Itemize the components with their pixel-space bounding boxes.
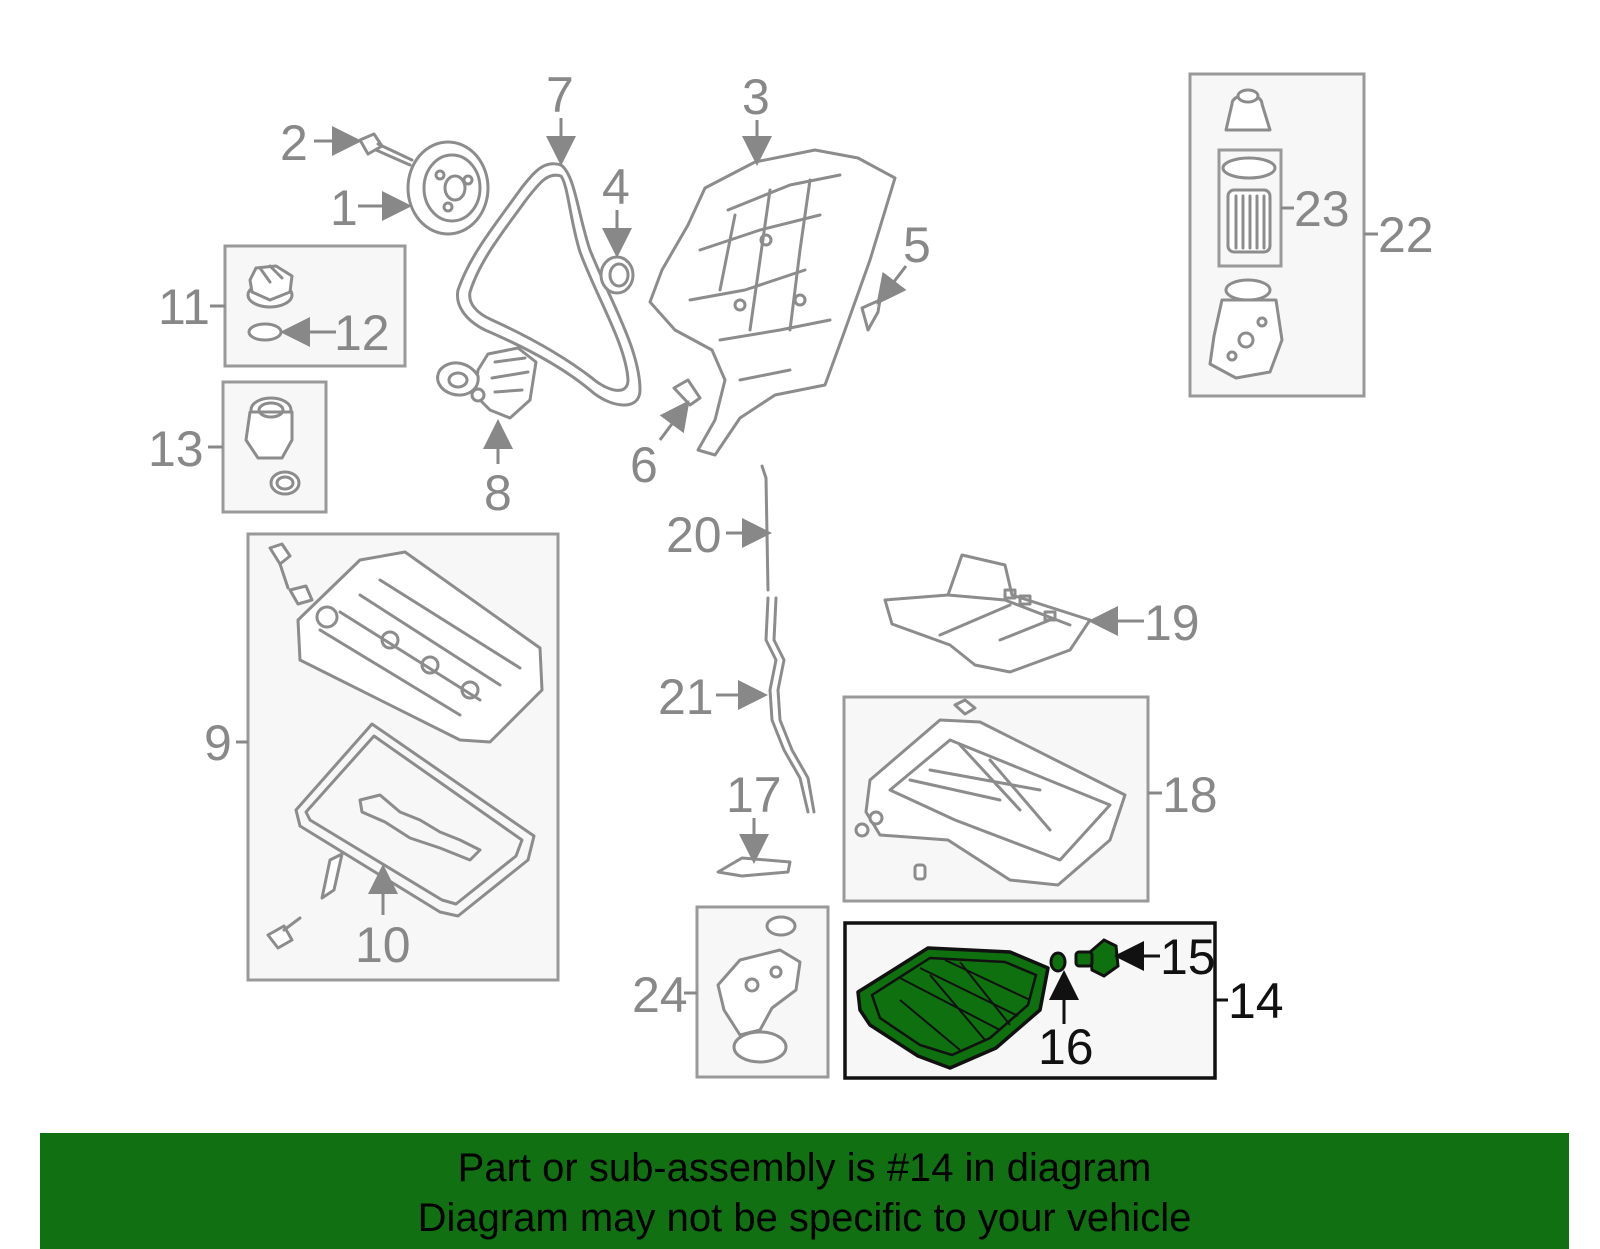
part-21-dipstick-guide-outer	[772, 596, 816, 814]
part-22-oil-filter-assembly	[1208, 88, 1284, 380]
part-16-washer	[1049, 951, 1067, 973]
callout-15: 15	[1160, 929, 1216, 985]
part-13-housing	[244, 396, 301, 496]
part-24-oil-pump	[716, 915, 802, 1064]
callout-20: 20	[666, 507, 722, 563]
part-17-gasket	[716, 856, 792, 878]
part-1-crank-pulley	[406, 140, 490, 236]
banner-line-1: Part or sub-assembly is #14 in diagram	[457, 1146, 1152, 1190]
callout-18: 18	[1162, 767, 1218, 823]
part-18-upper-oil-pan	[854, 698, 1127, 887]
callout-12: 12	[334, 305, 390, 361]
callout-2: 2	[280, 115, 308, 171]
part-2-bolt	[358, 132, 414, 167]
part-14-lower-oil-pan	[856, 946, 1050, 1070]
callout-8: 8	[484, 465, 512, 521]
part-7-timing-chain-inner	[468, 173, 630, 392]
part-7-timing-chain	[455, 162, 642, 407]
callout-3: 3	[742, 69, 770, 125]
callout-4: 4	[602, 159, 630, 215]
callout-19: 19	[1144, 595, 1200, 651]
part-12-seal	[247, 322, 283, 342]
part-9-valve-cover	[268, 542, 544, 744]
leader-6	[658, 400, 690, 441]
part-10-valve-cover-gasket	[266, 722, 536, 950]
callout-6: 6	[630, 437, 658, 493]
part-11-oil-filler-cap	[246, 264, 294, 309]
callout-23: 23	[1294, 181, 1350, 237]
part-21-dipstick-guide	[764, 596, 810, 814]
callout-10: 10	[355, 917, 411, 973]
callout-11: 11	[158, 279, 210, 335]
callout-1: 1	[330, 180, 358, 236]
callout-21: 21	[658, 669, 714, 725]
callout-14: 14	[1228, 973, 1284, 1029]
leader-5	[876, 265, 908, 305]
part-19-baffle	[883, 553, 1092, 674]
callout-9: 9	[204, 715, 232, 771]
part-6-gasket	[672, 378, 702, 407]
part-20-dipstick	[760, 464, 770, 592]
info-banner: Part or sub-assembly is #14 in diagram D…	[40, 1133, 1569, 1249]
callout-5: 5	[903, 217, 931, 273]
callout-17: 17	[726, 767, 782, 823]
callout-24: 24	[632, 967, 688, 1023]
callout-7: 7	[546, 67, 574, 123]
part-5-gasket	[860, 298, 882, 332]
part-8-chain-tensioner	[436, 346, 538, 420]
part-3-timing-cover	[648, 148, 897, 457]
callout-16: 16	[1038, 1019, 1094, 1075]
callout-22: 22	[1378, 207, 1434, 263]
part-4-oil-seal	[599, 255, 635, 295]
callout-13: 13	[148, 421, 204, 477]
banner-line-2: Diagram may not be specific to your vehi…	[417, 1196, 1192, 1240]
group-box-11	[223, 244, 407, 368]
